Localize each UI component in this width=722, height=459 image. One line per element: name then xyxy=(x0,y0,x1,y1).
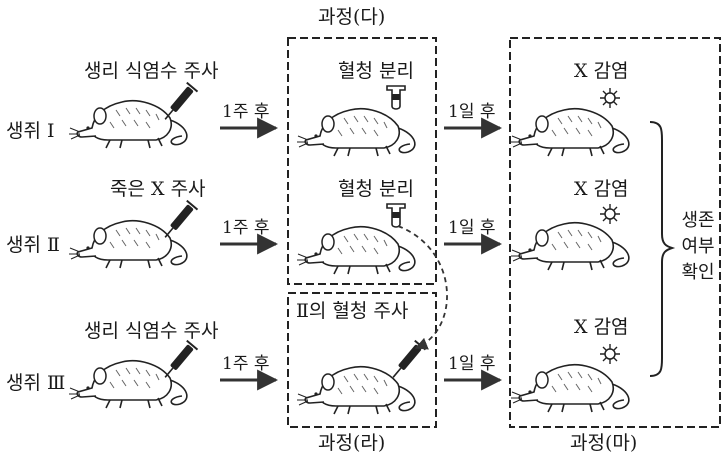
virus-2 xyxy=(599,203,621,225)
infection-label-1: X 감염 xyxy=(574,60,629,82)
rat-3-label: 생쥐 Ⅲ xyxy=(6,372,66,394)
rat-2-label: 생쥐 Ⅱ xyxy=(6,234,60,256)
injection-2-label: 죽은 X 주사 xyxy=(110,178,206,200)
mouse-8 xyxy=(510,221,630,271)
mouse-3 xyxy=(68,359,188,409)
day-label-3: 1일 후 xyxy=(448,354,496,374)
day-label-1: 1일 후 xyxy=(448,102,496,122)
injection-1-label: 생리 식염수 주사 xyxy=(84,60,219,82)
mouse-1 xyxy=(68,99,188,149)
mouse-7 xyxy=(510,107,630,157)
week-label-2: 1주 후 xyxy=(222,218,270,238)
process-ra-box xyxy=(287,292,437,428)
injection-3-label: 생리 식염수 주사 xyxy=(84,320,219,342)
virus-1 xyxy=(599,87,621,109)
tube-2 xyxy=(386,203,406,228)
serum-inject-label: Ⅱ의 혈청 주사 xyxy=(296,300,409,322)
serum-separate-label-2: 혈청 분리 xyxy=(338,178,414,200)
process-da-box xyxy=(287,37,437,285)
tube-1 xyxy=(386,85,406,110)
mouse-6 xyxy=(296,365,416,415)
infection-label-3: X 감염 xyxy=(574,316,629,338)
mouse-9 xyxy=(510,363,630,413)
mouse-4 xyxy=(296,107,416,157)
process-da-title: 과정(다) xyxy=(318,6,386,28)
process-ra-title: 과정(라) xyxy=(318,432,386,454)
rat-1-label: 생쥐 Ⅰ xyxy=(6,120,55,142)
result-line-2: 여부 xyxy=(681,236,715,257)
serum-separate-label-1: 혈청 분리 xyxy=(338,60,414,82)
serum-transfer-arrow xyxy=(397,225,448,350)
result-line-1: 생존 xyxy=(681,210,715,231)
process-ma-box xyxy=(509,37,721,428)
virus-3 xyxy=(599,343,621,365)
result-brace xyxy=(649,121,676,377)
week-label-3: 1주 후 xyxy=(222,354,270,374)
infection-label-2: X 감염 xyxy=(574,178,629,200)
syringe-4 xyxy=(386,339,427,383)
process-ma-title: 과정(마) xyxy=(570,432,638,454)
result-line-3: 확인 xyxy=(681,262,715,283)
day-label-2: 1일 후 xyxy=(448,218,496,238)
week-label-1: 1주 후 xyxy=(222,102,270,122)
result-text: 생존 여부 확인 xyxy=(676,208,720,286)
mouse-2 xyxy=(68,219,188,269)
mouse-5 xyxy=(296,225,416,275)
